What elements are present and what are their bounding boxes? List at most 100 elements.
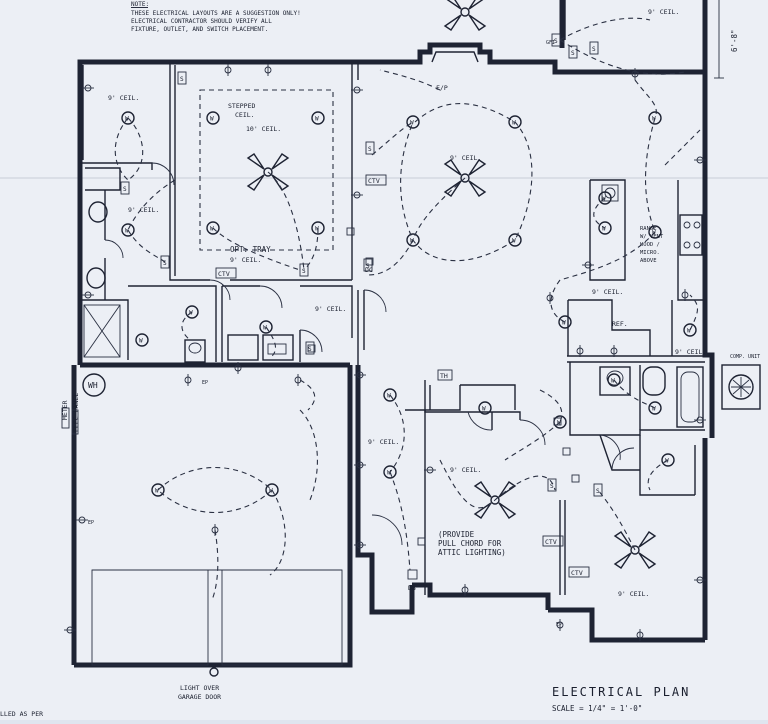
svg-text:CTV: CTV	[545, 538, 557, 546]
recessed-light-icon: W	[206, 111, 220, 125]
recessed-light-icon: W	[383, 388, 397, 402]
svg-text:CTV: CTV	[571, 569, 583, 577]
attic-note-1: (PROVIDE	[438, 530, 475, 539]
svg-text:WH: WH	[88, 381, 98, 390]
svg-text:CTV: CTV	[368, 177, 380, 185]
svg-text:W: W	[139, 338, 143, 345]
light-over-label-2: GARAGE DOOR	[178, 693, 221, 701]
svg-text:S: S	[308, 346, 312, 353]
recessed-light-icon: W	[478, 401, 492, 415]
svg-text:W: W	[210, 116, 214, 123]
recessed-light-icon: W	[206, 221, 220, 235]
recessed-light-icon: W	[598, 221, 612, 235]
svg-text:S: S	[554, 38, 558, 45]
svg-text:W: W	[210, 226, 214, 233]
garage-door	[91, 569, 343, 666]
svg-text:DC: DC	[365, 266, 373, 274]
svg-text:W: W	[315, 116, 319, 123]
svg-text:9' CEIL.: 9' CEIL.	[675, 348, 706, 356]
svg-text:9' CEIL.: 9' CEIL.	[315, 305, 346, 313]
svg-text:W: W	[410, 120, 414, 127]
notes-heading: NOTE:	[131, 1, 149, 8]
misc-labels: METER ELEC PANEL REF. COMP. UNIT RANGE W…	[61, 40, 760, 701]
svg-text:S: S	[123, 186, 127, 193]
dimension-label: 6'-8"	[730, 29, 739, 52]
svg-text:W: W	[562, 320, 566, 327]
dimension-annotation: 6'-8"	[714, 0, 739, 79]
svg-text:S: S	[163, 260, 167, 267]
junction-boxes	[307, 227, 580, 580]
opt-tray-label: OPT. TRAY	[230, 245, 271, 254]
ceiling-fan-icon	[613, 531, 657, 569]
svg-text:EP: EP	[202, 380, 208, 386]
svg-text:W: W	[512, 120, 516, 127]
notes-line-3: FIXTURE, OUTLET, AND SWITCH PLACEMENT.	[131, 26, 268, 33]
recessed-light-icon: W	[135, 333, 149, 347]
ceiling-fan-icon	[473, 481, 517, 519]
svg-text:9' CEIL.: 9' CEIL.	[618, 590, 649, 598]
ctv-labels: CTV CTV CTV CTV	[215, 174, 590, 578]
svg-text:EP: EP	[88, 520, 94, 526]
svg-text:W: W	[482, 406, 486, 413]
svg-text:9' CEIL.: 9' CEIL.	[648, 8, 679, 16]
svg-text:W: W	[155, 488, 159, 495]
ceiling-fan-icon	[443, 0, 487, 31]
room-labels: STEPPED CEIL. 10' CEIL. OPT. TRAY 9' CEI…	[108, 8, 706, 598]
svg-text:S: S	[366, 263, 370, 270]
svg-text:RANGE: RANGE	[640, 226, 657, 232]
switches: S S S S S S S S S S S S	[120, 33, 603, 497]
thermostat-label: TH	[440, 372, 448, 380]
svg-text:HOOD /: HOOD /	[640, 242, 660, 248]
exterior-walls	[71, 0, 715, 668]
recessed-light-icon: W	[311, 221, 325, 235]
recessed-light-icon: W	[648, 401, 662, 415]
svg-text:W: W	[125, 228, 129, 235]
svg-text:W: W	[387, 470, 391, 477]
svg-text:9' CEIL.: 9' CEIL.	[450, 466, 481, 474]
svg-text:ABOVE: ABOVE	[640, 258, 657, 264]
svg-text:W/ VENT: W/ VENT	[640, 234, 664, 240]
recessed-light-icon: W	[259, 320, 273, 334]
svg-text:W: W	[652, 116, 656, 123]
recessed-light-icon: W	[683, 323, 697, 337]
compressor-unit-label: COMP. UNIT	[730, 354, 760, 360]
interior-walls	[79, 0, 705, 595]
svg-text:W: W	[263, 325, 267, 332]
meter-label: METER	[61, 400, 69, 420]
svg-text:9' CEIL.: 9' CEIL.	[230, 256, 261, 264]
svg-text:EP: EP	[556, 622, 562, 628]
svg-text:9' CEIL.: 9' CEIL.	[128, 206, 159, 214]
recessed-light-icon: W	[311, 111, 325, 125]
svg-text:S: S	[368, 146, 372, 153]
recessed-light-icon: W	[508, 115, 522, 129]
fireplace-label: F/P	[436, 84, 448, 92]
corner-note: LLED AS PER	[0, 710, 43, 718]
svg-text:W: W	[611, 378, 615, 385]
door-swings	[104, 162, 635, 546]
svg-text:W: W	[602, 226, 606, 233]
wiring-runs	[114, 17, 701, 601]
stepped-ceiling-label: STEPPED	[228, 102, 255, 110]
water-heater-icon: WH	[82, 373, 106, 397]
svg-text:GFI: GFI	[546, 40, 555, 46]
ceiling-fan-icon	[443, 159, 487, 197]
svg-text:W: W	[315, 226, 319, 233]
notes-line-2: ELECTRICAL CONTRACTOR SHOULD VERIFY ALL	[131, 18, 272, 25]
svg-text:W: W	[652, 406, 656, 413]
svg-text:S: S	[550, 483, 554, 490]
svg-text:9' CEIL.: 9' CEIL.	[592, 288, 623, 296]
fixtures	[83, 184, 761, 428]
attic-note-2: PULL CHORD FOR	[438, 539, 502, 548]
refrigerator-label: REF.	[612, 320, 628, 328]
light-over-label-1: LIGHT OVER	[180, 684, 219, 692]
outlets	[64, 64, 706, 677]
svg-text:MICRO.: MICRO.	[640, 250, 660, 256]
svg-text:W: W	[387, 393, 391, 400]
svg-text:S: S	[302, 268, 306, 275]
attic-note-3: ATTIC LIGHTING)	[438, 548, 506, 557]
recessed-light-icon: W	[121, 223, 135, 237]
plan-scale: SCALE = 1/4" = 1'-0"	[552, 704, 642, 713]
svg-text:9' CEIL.: 9' CEIL.	[450, 154, 481, 162]
